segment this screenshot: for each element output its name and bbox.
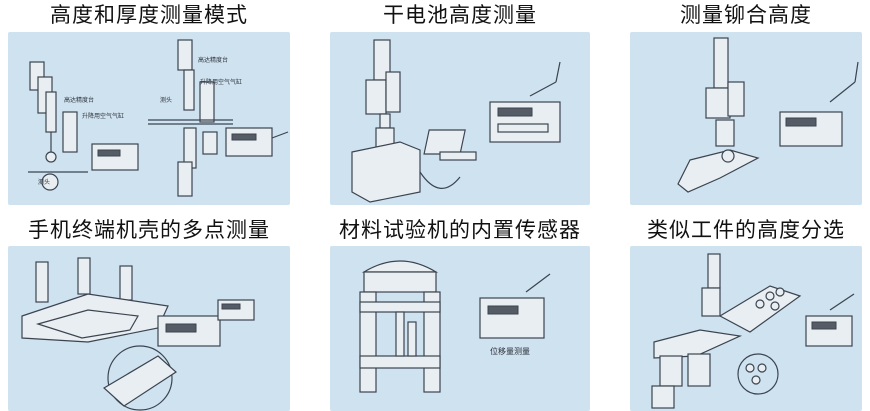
panel-image: [330, 32, 590, 205]
label-air-cylinder-2: 升降用空气气缸: [200, 78, 242, 86]
panel-rivet-height: 测量铆合高度: [630, 0, 862, 205]
panel-testing-machine-sensor: 材料试验机的内置传感器 位移量测量: [330, 215, 590, 411]
label-precision-stage: 高达精度台: [64, 96, 94, 104]
workpiece-sorting-illustration: [651, 253, 855, 409]
panel-caption: 测量铆合高度: [680, 3, 812, 27]
height-thickness-illustration: 高达精度台 升降用空气气缸 测头 高达精度台 升降用空气气缸 测头: [28, 39, 289, 197]
panel-image: [630, 246, 862, 411]
panel-image: 位移量测量: [330, 246, 590, 411]
label-probe-2: 测头: [160, 96, 172, 104]
panel-height-thickness: 高度和厚度测量模式 高达精度台 升降用空气气缸 测头: [8, 0, 290, 205]
label-probe: 测头: [38, 178, 50, 186]
label-precision-stage-2: 高达精度台: [198, 56, 228, 64]
panel-caption: 手机终端机壳的多点测量: [28, 218, 270, 242]
panel-image: 高达精度台 升降用空气气缸 测头 高达精度台 升降用空气气缸 测头: [8, 32, 290, 205]
label-displacement: 位移量测量: [490, 346, 530, 356]
panel-image: [630, 32, 862, 205]
panel-workpiece-sorting: 类似工件的高度分选: [630, 215, 862, 411]
panel-caption: 高度和厚度测量模式: [50, 3, 248, 27]
battery-height-illustration: [351, 39, 561, 203]
testing-machine-illustration: 位移量测量: [359, 260, 551, 393]
phone-case-illustration: [21, 257, 255, 411]
panel-caption: 干电池高度测量: [383, 3, 537, 27]
panel-caption: 类似工件的高度分选: [647, 218, 845, 242]
panel-phone-case-multipoint: 手机终端机壳的多点测量: [8, 215, 290, 411]
label-air-cylinder: 升降用空气气缸: [82, 112, 124, 120]
panel-caption: 材料试验机的内置传感器: [339, 218, 581, 242]
panel-battery-height: 干电池高度测量: [330, 0, 590, 205]
rivet-height-illustration: [677, 37, 859, 193]
panel-image: [8, 246, 290, 411]
